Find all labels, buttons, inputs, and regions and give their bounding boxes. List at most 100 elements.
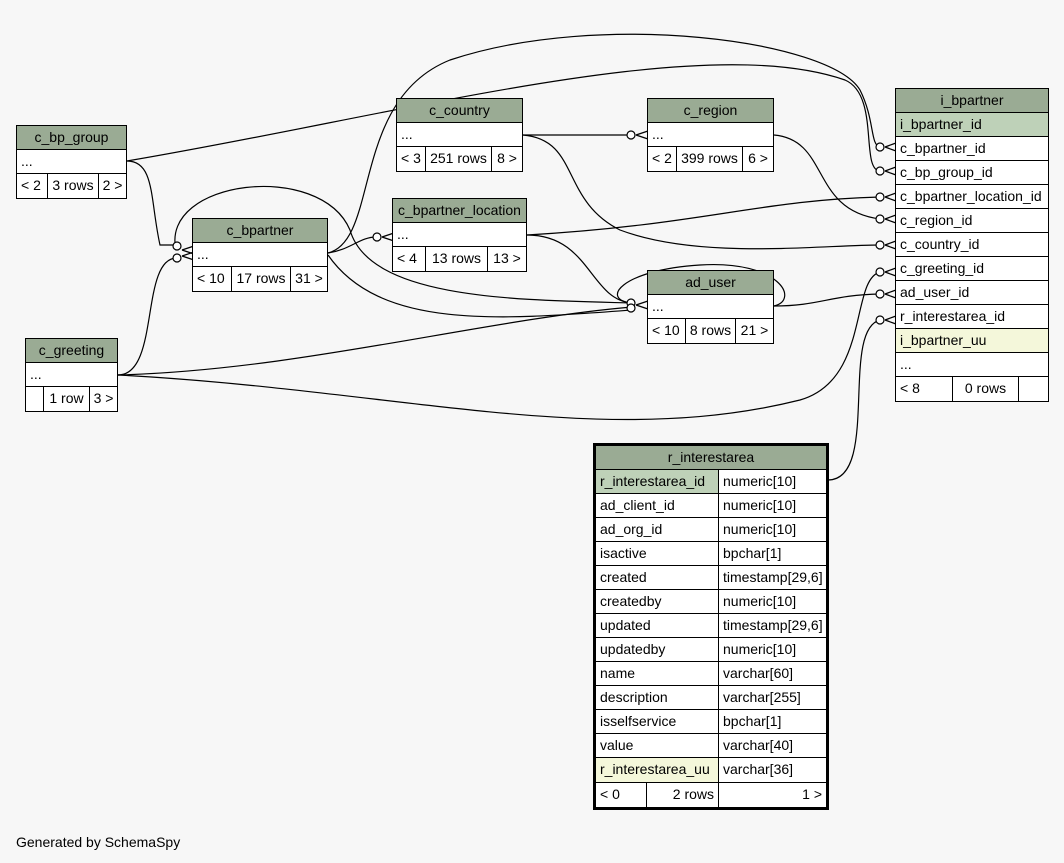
table-i-bpartner[interactable]: i_bpartner i_bpartner_id c_bpartner_id c… (895, 88, 1049, 402)
column-type: varchar[36] (718, 758, 826, 782)
column-type: timestamp[29,6] (718, 566, 826, 589)
table-header[interactable]: c_greeting (26, 339, 117, 363)
table-c-greeting[interactable]: c_greeting ... 1 row 3 > (25, 338, 118, 412)
column-c-bpartner-id: c_bpartner_id (896, 137, 1048, 161)
column-row: value varchar[40] (596, 734, 826, 758)
table-c-bp-group[interactable]: c_bp_group ... < 2 3 rows 2 > (16, 125, 127, 199)
parents-count[interactable]: < 10 (652, 322, 680, 338)
edge-bp-group-to-bpartner (126, 160, 176, 246)
column-row: isselfservice bpchar[1] (596, 710, 826, 734)
parents-count[interactable]: < 8 (900, 380, 920, 396)
children-count[interactable]: 21 > (735, 319, 773, 343)
column-type: varchar[60] (718, 662, 826, 685)
column-c-greeting-id: c_greeting_id (896, 257, 1048, 281)
edge-greeting-to-bpartner (117, 257, 177, 376)
children-count (1018, 377, 1048, 401)
table-header[interactable]: ad_user (648, 271, 773, 295)
table-stats: < 8 0 rows (896, 377, 1048, 401)
table-c-region[interactable]: c_region ... < 2 399 rows 6 > (647, 98, 774, 172)
column-row: created timestamp[29,6] (596, 566, 826, 590)
children-count[interactable]: 31 > (290, 267, 327, 291)
column-ellipsis: ... (393, 223, 526, 247)
generated-by-label: Generated by SchemaSpy (16, 834, 181, 850)
table-header[interactable]: c_bpartner_location (393, 199, 526, 223)
table-header[interactable]: i_bpartner (896, 89, 1048, 113)
children-count[interactable]: 3 > (89, 387, 117, 411)
edge-aduser-self (616, 264, 786, 307)
row-count: 251 rows (425, 147, 491, 171)
edge-bp-group-to-ibpartner (126, 64, 881, 172)
parents-count[interactable]: < 3 (401, 150, 421, 166)
column-ad-user-id: ad_user_id (896, 281, 1048, 305)
column-name: r_interestarea_id (600, 473, 706, 489)
column-i-bpartner-uu: i_bpartner_uu (896, 329, 1048, 353)
table-c-bpartner-location[interactable]: c_bpartner_location ... < 4 13 rows 13 > (392, 198, 527, 272)
column-row: ad_client_id numeric[10] (596, 494, 826, 518)
column-type: bpchar[1] (718, 710, 826, 733)
children-count[interactable]: 8 > (491, 147, 522, 171)
parents-count[interactable]: < 2 (21, 177, 41, 193)
column-name: isselfservice (600, 713, 677, 729)
column-ellipsis: ... (17, 150, 126, 174)
column-i-bpartner-id: i_bpartner_id (896, 113, 1048, 137)
row-count: 3 rows (47, 174, 98, 198)
edge-bpartner-to-location (327, 236, 377, 254)
children-count[interactable]: 2 > (98, 174, 126, 198)
column-type: numeric[10] (718, 590, 826, 613)
edge-greeting-to-ibpartner (117, 271, 881, 421)
column-name: updatedby (600, 641, 666, 657)
table-header[interactable]: c_country (397, 99, 522, 123)
table-c-bpartner[interactable]: c_bpartner ... < 10 17 rows 31 > (192, 218, 328, 292)
edge-bpartner-to-aduser (327, 254, 633, 318)
parents-count[interactable]: < 4 (397, 250, 417, 266)
table-stats: < 3 251 rows 8 > (397, 147, 522, 171)
parents-count[interactable]: < 2 (652, 150, 672, 166)
table-header[interactable]: c_bp_group (17, 126, 126, 150)
column-name: description (600, 689, 668, 705)
row-count: 1 row (43, 387, 89, 411)
row-count: 399 rows (676, 147, 742, 171)
children-count[interactable]: 1 > (718, 783, 826, 807)
children-count[interactable]: 6 > (742, 147, 773, 171)
edge-region-to-ibpartner (773, 134, 881, 220)
column-ellipsis: ... (896, 353, 1048, 377)
column-name: isactive (600, 545, 647, 561)
column-name: updated (600, 617, 651, 633)
column-name: ad_client_id (600, 497, 675, 513)
table-c-country[interactable]: c_country ... < 3 251 rows 8 > (396, 98, 523, 172)
table-stats: 1 row 3 > (26, 387, 117, 411)
column-c-bpartner-location-id: c_bpartner_location_id (896, 185, 1048, 209)
column-type: varchar[40] (718, 734, 826, 757)
column-c-region-id: c_region_id (896, 209, 1048, 233)
column-ellipsis: ... (397, 123, 522, 147)
parents-count (26, 387, 43, 411)
table-header[interactable]: c_bpartner (193, 219, 327, 243)
row-count: 0 rows (952, 377, 1018, 401)
table-stats: < 2 399 rows 6 > (648, 147, 773, 171)
column-c-country-id: c_country_id (896, 233, 1048, 257)
parents-count[interactable]: < 10 (197, 270, 225, 286)
table-header[interactable]: r_interestarea (596, 446, 826, 470)
table-header[interactable]: c_region (648, 99, 773, 123)
column-type: bpchar[1] (718, 542, 826, 565)
parents-count[interactable]: < 0 (600, 786, 620, 802)
edge-location-to-aduser (526, 234, 633, 304)
column-name: created (600, 569, 647, 585)
edge-location-to-ibpartner (526, 196, 881, 236)
column-name: name (600, 665, 636, 681)
table-stats: < 10 17 rows 31 > (193, 267, 327, 291)
column-type: numeric[10] (718, 494, 826, 517)
column-name: value (600, 737, 634, 753)
children-count[interactable]: 13 > (487, 247, 526, 271)
table-ad-user[interactable]: ad_user ... < 10 8 rows 21 > (647, 270, 774, 344)
table-stats: < 2 3 rows 2 > (17, 174, 126, 198)
row-count: 17 rows (231, 267, 290, 291)
edge-greeting-to-aduser (117, 306, 633, 376)
